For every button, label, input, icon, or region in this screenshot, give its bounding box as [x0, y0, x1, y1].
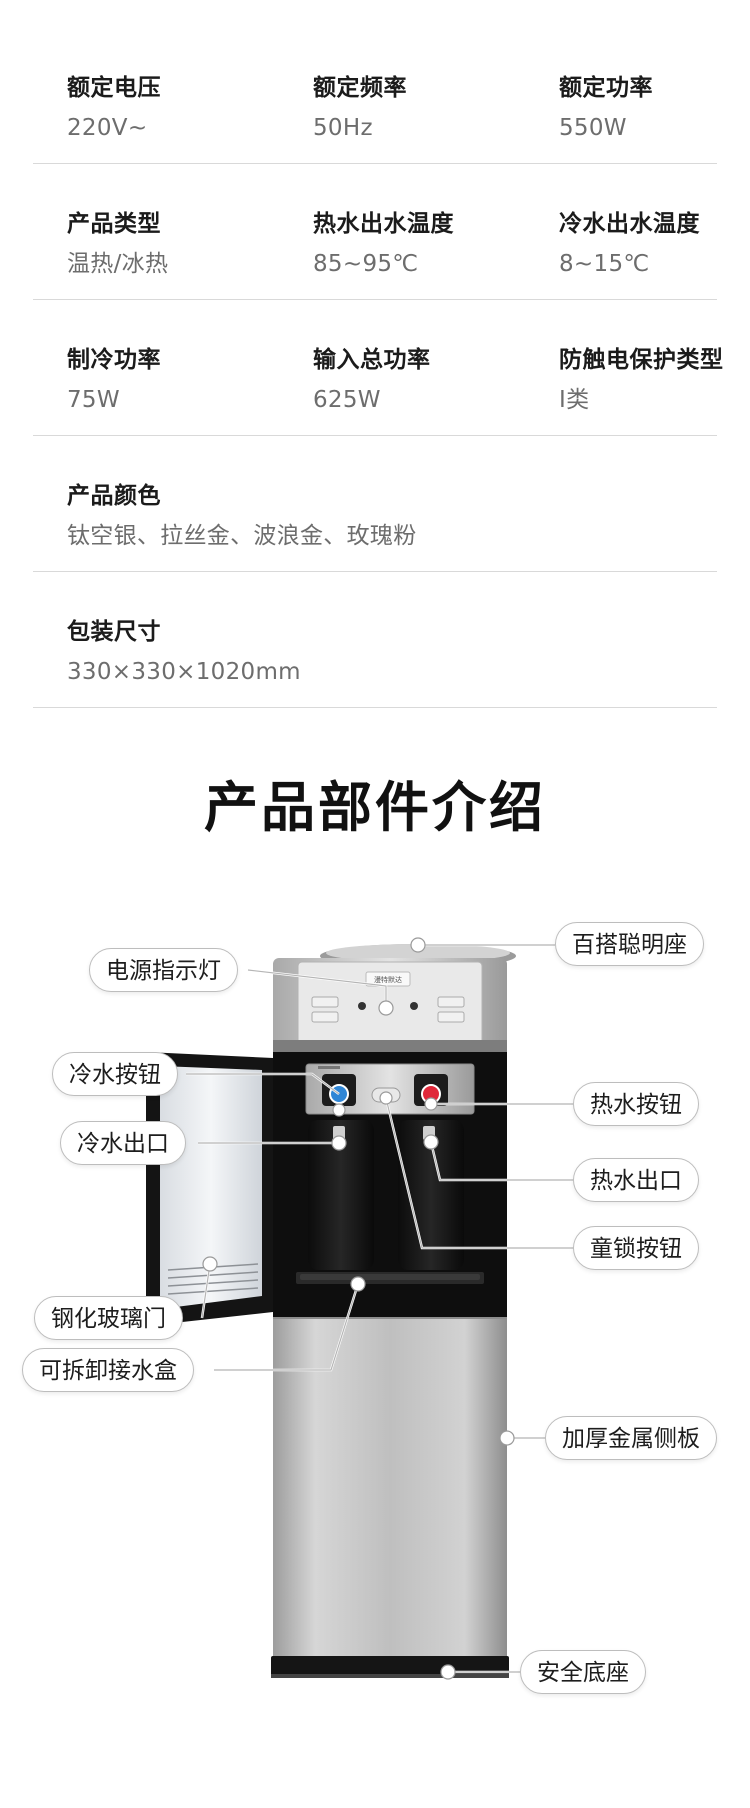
callout-hot-button: 热水按钮 — [573, 1082, 699, 1126]
callout-glass-door: 钢化玻璃门 — [34, 1296, 183, 1340]
spec-cell: 产品颜色 钛空银、拉丝金、波浪金、玫瑰粉 — [67, 481, 417, 551]
spec-cell: 产品类型 温热/冰热 — [67, 209, 168, 279]
spec-value: 钛空银、拉丝金、波浪金、玫瑰粉 — [67, 523, 417, 549]
spec-value: Ⅰ类 — [559, 387, 590, 413]
callout-child-lock: 童锁按钮 — [573, 1226, 699, 1270]
callout-cold-outlet: 冷水出口 — [60, 1121, 186, 1165]
spec-label: 产品类型 — [67, 211, 161, 237]
cabinet — [273, 1052, 507, 1322]
spec-value: 330×330×1020mm — [67, 659, 301, 685]
spec-label: 冷水出水温度 — [559, 211, 700, 237]
spec-label: 额定电压 — [67, 75, 161, 101]
spec-row: 制冷功率 75W 输入总功率 625W 防触电保护类型 Ⅰ类 — [33, 300, 723, 436]
spec-cell: 防触电保护类型 Ⅰ类 — [559, 345, 724, 415]
spec-value: 75W — [67, 387, 120, 413]
spec-value: 85~95℃ — [313, 251, 419, 277]
brand-label: 漫特默达 — [374, 975, 402, 984]
spec-value: 625W — [313, 387, 381, 413]
spec-label: 产品颜色 — [67, 483, 161, 509]
callout-cold-button: 冷水按钮 — [52, 1052, 178, 1096]
spec-value: 550W — [559, 115, 627, 141]
glass-door — [146, 1052, 273, 1326]
callout-power-light: 电源指示灯 — [89, 948, 238, 992]
spec-value: 温热/冰热 — [67, 251, 169, 277]
spec-label: 额定功率 — [559, 75, 653, 101]
spec-table: 额定电压 220V~ 额定频率 50Hz 额定功率 550W 产品类型 温热/冰… — [33, 28, 723, 708]
spec-cell: 额定频率 50Hz — [313, 73, 407, 143]
spec-label: 制冷功率 — [67, 347, 161, 373]
spec-cell: 冷水出水温度 8~15℃ — [559, 209, 700, 279]
spec-cell: 额定电压 220V~ — [67, 73, 161, 143]
callout-side-panel: 加厚金属侧板 — [545, 1416, 717, 1460]
dispenser-base — [271, 1656, 509, 1678]
spec-label: 包装尺寸 — [67, 619, 161, 645]
spec-value: 8~15℃ — [559, 251, 650, 277]
spec-label: 热水出水温度 — [313, 211, 454, 237]
anchor-dots — [202, 937, 515, 1680]
spec-row: 包装尺寸 330×330×1020mm — [33, 572, 717, 708]
callout-base: 安全底座 — [520, 1650, 646, 1694]
spec-cell: 额定功率 550W — [559, 73, 653, 143]
callout-drip-tray: 可拆卸接水盒 — [22, 1348, 194, 1392]
callout-seat: 百搭聪明座 — [555, 922, 704, 966]
spec-label: 额定频率 — [313, 75, 407, 101]
spec-value: 220V~ — [67, 115, 148, 141]
spec-row: 额定电压 220V~ 额定频率 50Hz 额定功率 550W — [33, 28, 717, 164]
callout-hot-outlet: 热水出口 — [573, 1158, 699, 1202]
spec-cell: 制冷功率 75W — [67, 345, 161, 415]
section-title: 产品部件介绍 — [204, 776, 546, 839]
lower-body — [273, 1317, 507, 1658]
spec-value: 50Hz — [313, 115, 373, 141]
spec-cell: 热水出水温度 85~95℃ — [313, 209, 454, 279]
spec-cell: 包装尺寸 330×330×1020mm — [67, 617, 301, 687]
spec-label: 输入总功率 — [313, 347, 431, 373]
spec-row: 产品颜色 钛空银、拉丝金、波浪金、玫瑰粉 — [33, 436, 717, 572]
spec-cell: 输入总功率 625W — [313, 345, 431, 415]
spec-row: 产品类型 温热/冰热 热水出水温度 85~95℃ 冷水出水温度 8~15℃ — [33, 164, 717, 300]
spec-label: 防触电保护类型 — [559, 347, 724, 373]
top-panel: 漫特默达 — [273, 958, 507, 1052]
